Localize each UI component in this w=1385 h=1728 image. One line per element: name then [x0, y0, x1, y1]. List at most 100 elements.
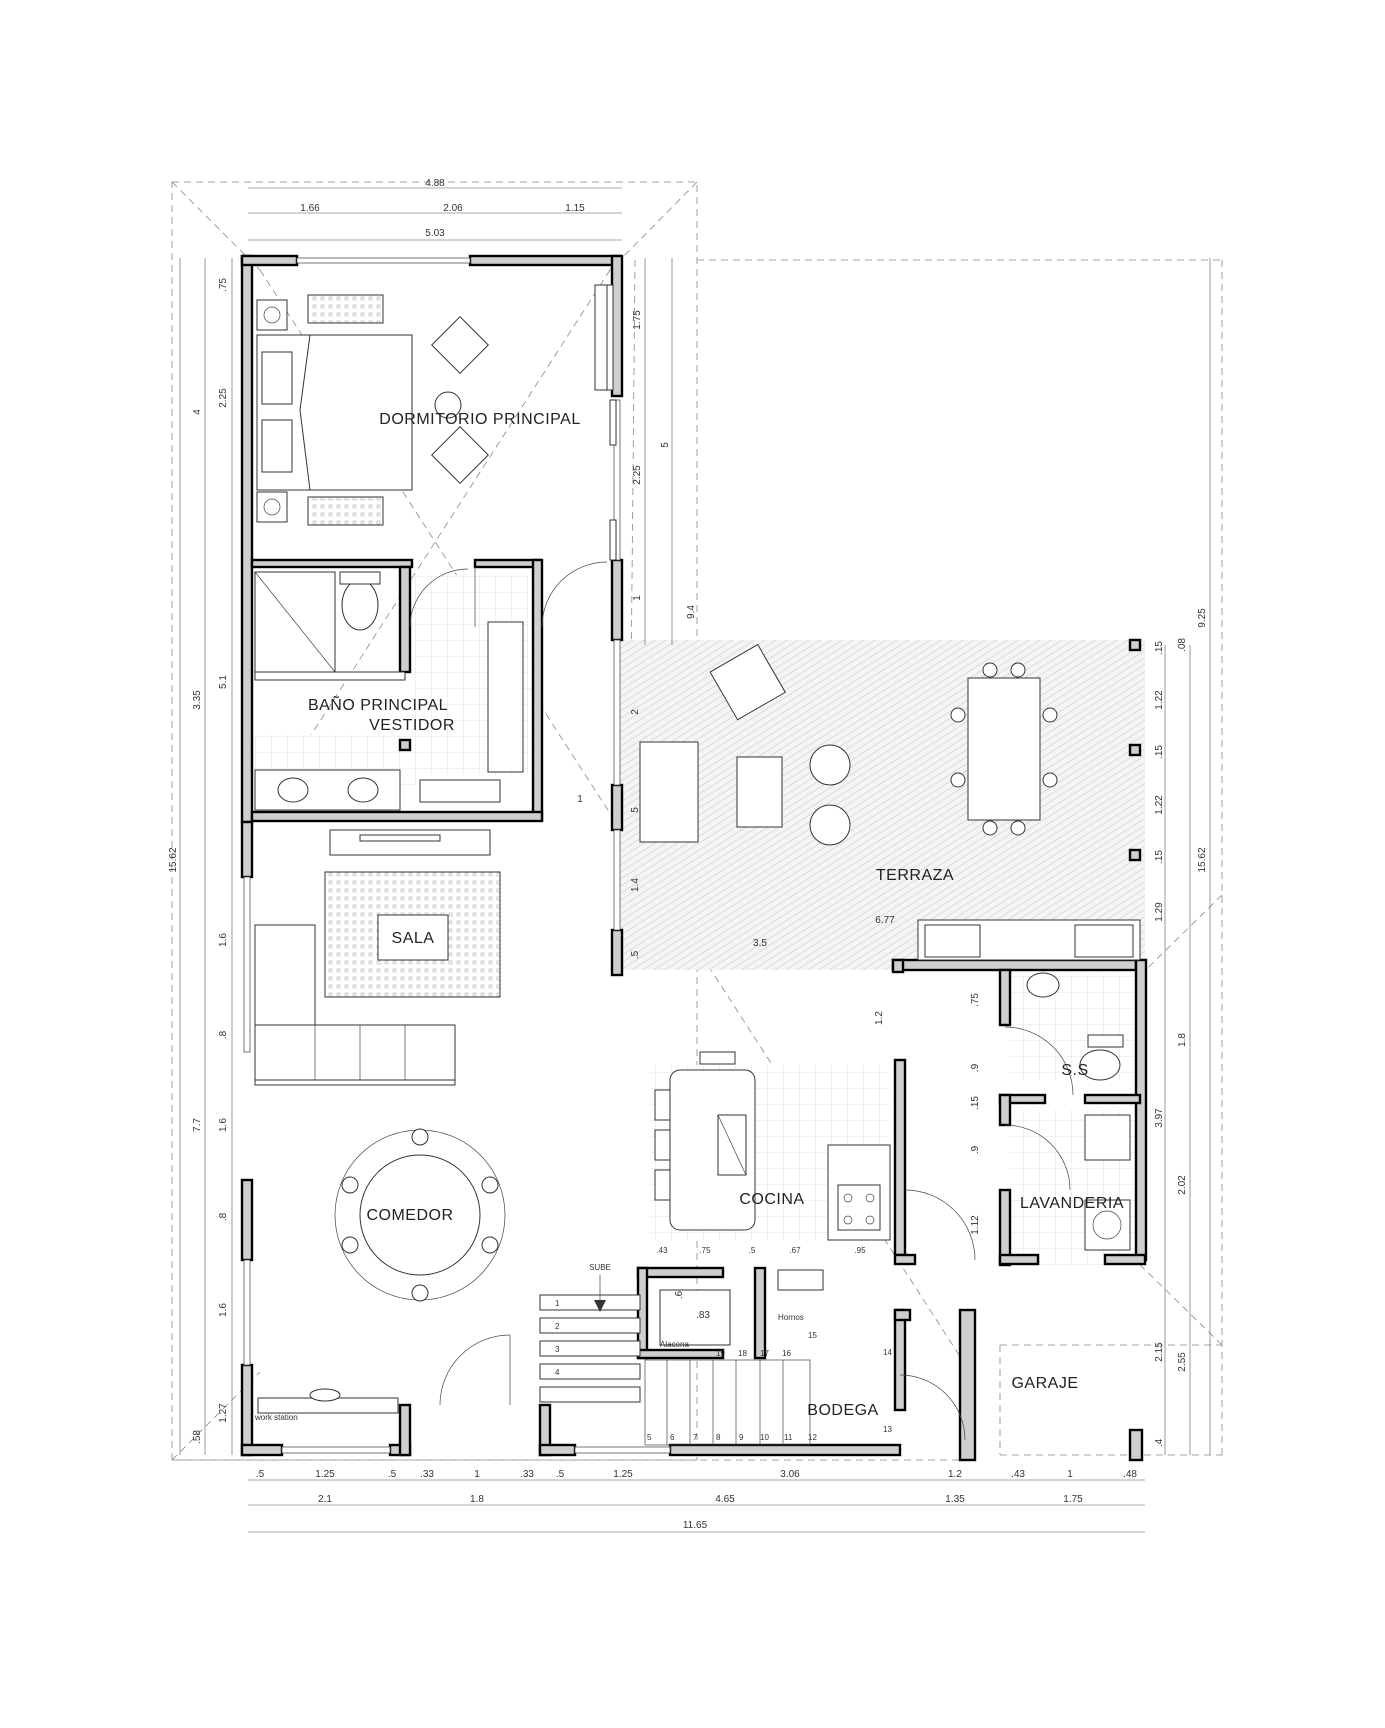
dim-text: .15: [1154, 641, 1165, 655]
label-alacena: Alacena: [660, 1340, 689, 1349]
step-number: 11: [784, 1433, 793, 1442]
dim-text: 1.29: [1154, 902, 1165, 922]
dim-text: 1.12: [970, 1215, 981, 1235]
room-labels: DORMITORIO PRINCIPAL BAÑO PRINCIPAL VEST…: [254, 411, 1124, 1422]
dim-text: 7.7: [192, 1118, 203, 1132]
dim-text: .33: [520, 1469, 534, 1480]
dim-text: .75: [218, 278, 229, 292]
dim-text: .67: [789, 1246, 801, 1255]
step-number: 2: [555, 1322, 560, 1331]
dim-text: 1.2: [948, 1469, 962, 1480]
dim-text: 1.6: [218, 933, 229, 947]
dim-text: 1.6: [218, 1118, 229, 1132]
dim-text: 1.25: [315, 1469, 335, 1480]
dim-text: .4: [1154, 1438, 1165, 1447]
living-furniture: [254, 829, 501, 1086]
label-vestidor: VESTIDOR: [369, 717, 455, 734]
dim-text: .5: [749, 1246, 756, 1255]
dim-text: 2.06: [443, 203, 463, 214]
dim-text: 1: [1067, 1469, 1073, 1480]
dim-text: 1: [474, 1469, 480, 1480]
dim-text: .8: [218, 1212, 229, 1221]
dim-text: .15: [970, 1096, 981, 1110]
dim-text: 2.15: [1154, 1342, 1165, 1362]
dim-text: .75: [699, 1246, 711, 1255]
dim-text: 2.25: [218, 388, 229, 408]
dim-text: 1.75: [632, 310, 643, 330]
step-number: 14: [883, 1348, 892, 1357]
dim-text: 5.1: [218, 675, 229, 689]
terrace-furniture: [639, 643, 1141, 961]
dim-text: 1: [577, 794, 583, 805]
dim-text: .95: [854, 1246, 866, 1255]
label-cocina: COCINA: [739, 1191, 804, 1208]
step-number: 17: [760, 1349, 769, 1358]
dim-text: 1.66: [300, 203, 320, 214]
dim-text: 1.8: [1177, 1033, 1188, 1047]
bath-furniture: [254, 571, 524, 811]
dim-text: .83: [696, 1310, 710, 1321]
step-number: 15: [808, 1331, 817, 1340]
dim-text: .33: [420, 1469, 434, 1480]
dim-text: .6: [674, 1290, 685, 1299]
step-number: 3: [555, 1345, 560, 1354]
dim-text: 3.35: [192, 690, 203, 710]
label-hornos: Hornos: [778, 1313, 804, 1322]
dim-text: 9.4: [686, 605, 697, 619]
dim-text: 4.88: [425, 178, 445, 189]
label-bodega: BODEGA: [807, 1402, 878, 1419]
dim-text: 4.65: [715, 1494, 735, 1505]
dining-furniture: [257, 1128, 506, 1414]
dim-text: 1.22: [1154, 795, 1165, 815]
kitchen-furniture: [654, 1051, 891, 1346]
step-number: 13: [883, 1425, 892, 1434]
dim-text: .5: [388, 1469, 397, 1480]
openings: [243, 257, 1074, 1454]
dim-text: 9.25: [1197, 608, 1208, 628]
step-number: 10: [760, 1433, 769, 1442]
dim-text: .15: [1154, 850, 1165, 864]
dim-text: 3.5: [753, 938, 767, 949]
step-number: 7: [693, 1433, 698, 1442]
dimension-lines: [179, 187, 1211, 1533]
dim-text: 5: [660, 442, 671, 448]
dim-text: .48: [1123, 1469, 1137, 1480]
dim-text: .43: [1011, 1469, 1025, 1480]
dim-text: 2: [630, 709, 641, 715]
label-comedor: COMEDOR: [366, 1207, 453, 1224]
dim-text: .8: [218, 1030, 229, 1039]
dim-text: 2.02: [1177, 1175, 1188, 1195]
dim-text: 1.2: [874, 1011, 885, 1025]
step-number: 18: [738, 1349, 747, 1358]
walls: [240, 254, 1148, 1462]
dim-text: 1.25: [613, 1469, 633, 1480]
dim-text: .43: [656, 1246, 668, 1255]
step-number: 12: [808, 1433, 817, 1442]
dim-text: 1.15: [565, 203, 585, 214]
dim-text: 2.25: [632, 465, 643, 485]
dim-text: 1.4: [630, 878, 641, 892]
label-sube: SUBE: [589, 1263, 611, 1272]
dim-text: .5: [630, 950, 641, 959]
label-ss: S.S: [1061, 1062, 1088, 1079]
service-furniture: [1026, 972, 1131, 1251]
dim-text: 3.06: [780, 1469, 800, 1480]
dim-text: 1.35: [945, 1494, 965, 1505]
step-number: 8: [716, 1433, 721, 1442]
label-workstation: work station: [254, 1413, 298, 1422]
dim-text: .08: [1177, 638, 1188, 652]
dim-text: .58: [192, 1430, 203, 1444]
dim-text: .5: [556, 1469, 565, 1480]
stairs: [539, 1275, 811, 1446]
dim-text: 1.6: [218, 1303, 229, 1317]
dim-text: 5.03: [425, 228, 445, 239]
dim-text: 2.55: [1177, 1352, 1188, 1372]
bedroom-furniture: [256, 284, 617, 561]
step-numbers: 1 2 3 4 5 6 7 8 9 10 11 12 13 14 15 16 1…: [555, 1299, 892, 1442]
dim-text: .5: [256, 1469, 265, 1480]
dim-text: 3.97: [1154, 1108, 1165, 1128]
dim-text: 1.75: [1063, 1494, 1083, 1505]
dim-text: 1: [632, 595, 643, 601]
step-number: 6: [670, 1433, 675, 1442]
